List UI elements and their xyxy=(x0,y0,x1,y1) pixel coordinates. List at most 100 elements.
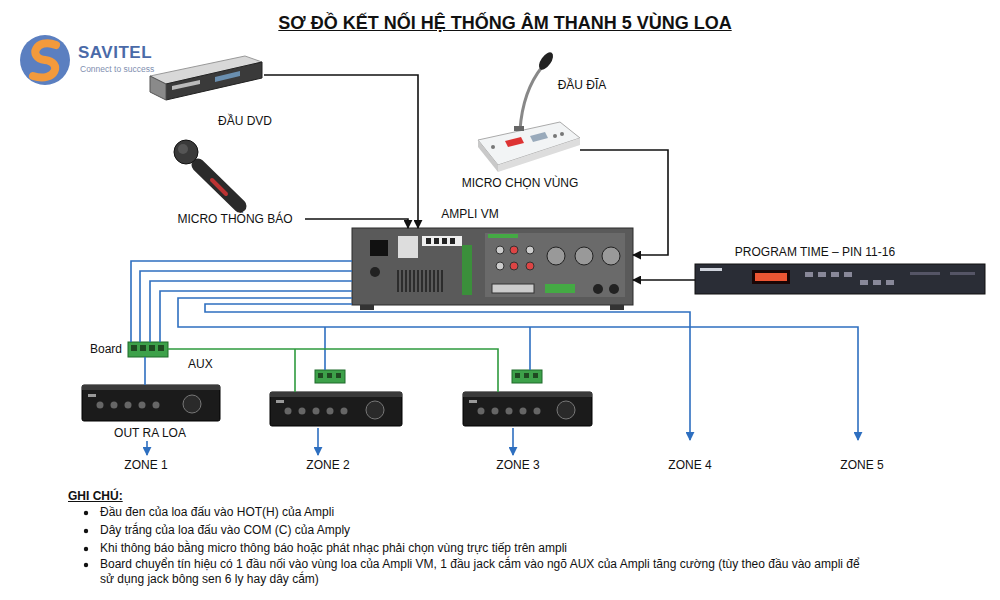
main-amplifier xyxy=(421,270,423,292)
paging-console xyxy=(553,134,557,138)
signal-label: AUX xyxy=(188,357,213,372)
main-amplifier xyxy=(405,270,407,292)
main-amplifier xyxy=(526,246,534,254)
main-amplifier xyxy=(397,270,399,292)
handheld-microphone xyxy=(174,140,198,164)
main-amplifier xyxy=(593,284,603,294)
dvd-player xyxy=(215,71,240,82)
dvd-player xyxy=(172,80,200,90)
small-terminal-board xyxy=(533,373,538,378)
main-amplifier xyxy=(609,284,619,294)
dvd-player xyxy=(150,76,166,100)
booster-amplifier xyxy=(366,401,384,419)
small-terminal-board xyxy=(327,373,332,378)
main-amplifier xyxy=(575,247,593,265)
note-text: Đầu đen của loa đấu vào HOT(H) của Ampli xyxy=(100,505,860,520)
main-amplifier xyxy=(545,284,575,293)
logo-text: SAVITEL xyxy=(78,42,152,63)
booster-amplifier xyxy=(492,408,499,415)
speaker-wire xyxy=(146,441,148,455)
program-timer xyxy=(860,280,868,285)
booster-amplifier xyxy=(463,392,592,426)
paging-console-node: MICRO CHỌN VÙNG xyxy=(470,55,580,190)
signal-connector xyxy=(144,357,146,385)
booster-amplifier xyxy=(125,402,132,409)
terminal-board xyxy=(128,342,168,357)
amplifier-node: AMPLI VM xyxy=(352,228,633,305)
program-timer xyxy=(805,272,813,277)
note-bullet xyxy=(84,563,88,567)
small-terminal-board xyxy=(336,373,341,378)
signal-connector xyxy=(264,75,418,228)
main-amplifier xyxy=(485,233,625,297)
main-amplifier xyxy=(602,247,620,265)
paging-console xyxy=(478,140,498,172)
booster-amplifier xyxy=(285,408,292,415)
note-text: Dây trắng của loa đấu vào COM (C) của Am… xyxy=(100,523,860,538)
program-timer xyxy=(910,272,940,275)
diagram-title: SƠ ĐỒ KẾT NỐI HỆ THỐNG ÂM THANH 5 VÙNG L… xyxy=(278,13,731,34)
device-label: MICRO THÔNG BÁO xyxy=(177,212,292,226)
paging-console xyxy=(505,137,524,147)
booster-amplifier xyxy=(341,408,348,415)
note-bullet xyxy=(84,511,88,567)
signal-connector xyxy=(580,150,668,255)
main-amplifier xyxy=(352,228,633,305)
main-amplifier xyxy=(401,270,403,292)
speaker-wire xyxy=(317,428,319,455)
booster-amplifier xyxy=(520,408,527,415)
main-amplifier xyxy=(409,270,411,292)
paging-console xyxy=(560,132,564,136)
logo-mark xyxy=(20,35,70,85)
terminal-board xyxy=(128,342,168,357)
small-terminal-board xyxy=(515,373,520,378)
terminal-board xyxy=(149,345,155,351)
handheld-microphone xyxy=(198,165,240,206)
speaker-wire xyxy=(140,271,352,342)
booster-amplifier xyxy=(313,408,320,415)
microphone-node: MICRO THÔNG BÁO xyxy=(170,140,305,228)
note-text: Khi thông báo bằng micro thông báo hoặc … xyxy=(100,541,860,556)
booster-amplifier xyxy=(139,402,146,409)
booster-amplifier xyxy=(270,392,402,426)
main-amplifier xyxy=(433,270,435,292)
connector-layer xyxy=(131,75,695,385)
main-amplifier xyxy=(360,305,374,310)
program-timer xyxy=(755,273,787,281)
program-timer xyxy=(695,264,985,294)
note-heading: GHI CHÚ: xyxy=(68,489,123,504)
terminal-board xyxy=(140,345,146,351)
booster-amplifier xyxy=(153,402,160,409)
speaker-wire xyxy=(529,327,531,370)
main-amplifier xyxy=(526,262,534,270)
speaker-wire xyxy=(140,271,858,455)
program-timer xyxy=(700,268,722,271)
booster-amplifier xyxy=(506,408,513,415)
booster-amplifier xyxy=(82,385,220,390)
booster-amplifier xyxy=(534,408,541,415)
main-amplifier xyxy=(510,262,518,270)
booster-amplifier xyxy=(327,408,334,415)
logo-slogan: Connect to success xyxy=(80,64,154,75)
main-amplifier xyxy=(413,270,415,292)
main-amplifier xyxy=(426,238,431,244)
terminal-board-node: Board xyxy=(128,342,168,357)
aux-wire xyxy=(294,349,296,392)
main-amplifier xyxy=(496,262,504,270)
signal-connector xyxy=(305,219,408,228)
main-amplifier xyxy=(398,270,442,292)
note-text: Board chuyển tín hiệu có 1 đầu nối vào v… xyxy=(100,557,860,587)
small-terminal-board xyxy=(524,373,529,378)
timer-node: PROGRAM TIME – PIN 11-16 xyxy=(695,264,985,294)
signal-connector xyxy=(633,279,695,281)
booster-amplifier xyxy=(270,392,402,397)
device-label: MICRO CHỌN VÙNG xyxy=(462,176,579,190)
program-timer xyxy=(818,272,826,277)
main-amplifier xyxy=(496,246,504,254)
terminal-board xyxy=(158,345,164,351)
booster-amplifier xyxy=(299,408,306,415)
logo-mark xyxy=(33,43,56,77)
zone-label: ZONE 1 xyxy=(124,458,167,473)
